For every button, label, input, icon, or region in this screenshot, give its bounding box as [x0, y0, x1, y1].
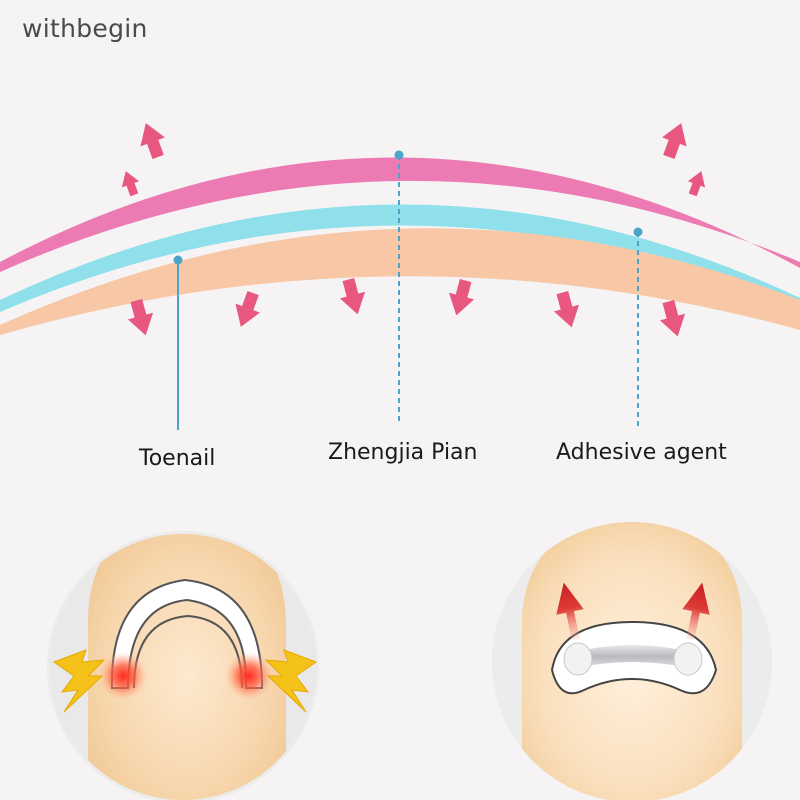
up-arrow-icon — [687, 171, 706, 197]
peach-layer-arc — [0, 228, 800, 335]
pink-layer-arc — [0, 157, 800, 272]
lightning-icon — [52, 649, 106, 713]
down-arrow-icon — [659, 300, 686, 337]
up-arrow-icon — [140, 123, 165, 159]
cyan-layer-arc — [0, 204, 800, 312]
red-up-arrow-icon — [556, 582, 584, 641]
ingrown-toe-illustration — [47, 531, 319, 800]
down-arrow-icon — [339, 278, 366, 315]
toenail-leader-dot — [173, 255, 183, 265]
red-up-arrow-icon — [682, 582, 710, 641]
lightning-icon — [264, 649, 318, 713]
down-arrow-icon — [448, 279, 475, 316]
adhesive-leader-dot — [633, 227, 643, 237]
toenail-label: Toenail — [139, 446, 216, 471]
up-arrow-icon — [121, 171, 140, 197]
corrected-toe-illustration — [492, 522, 772, 800]
up-arrow-icon — [662, 123, 687, 159]
down-arrow-icon — [553, 291, 580, 328]
adhesive-agent-label: Adhesive agent — [556, 440, 727, 465]
zhengjia-leader-dot — [394, 150, 404, 160]
brand-watermark: withbegin — [22, 14, 148, 43]
down-arrow-icon — [235, 291, 260, 327]
down-arrow-icon — [127, 299, 154, 336]
zhengjia-pian-label: Zhengjia Pian — [328, 440, 478, 465]
